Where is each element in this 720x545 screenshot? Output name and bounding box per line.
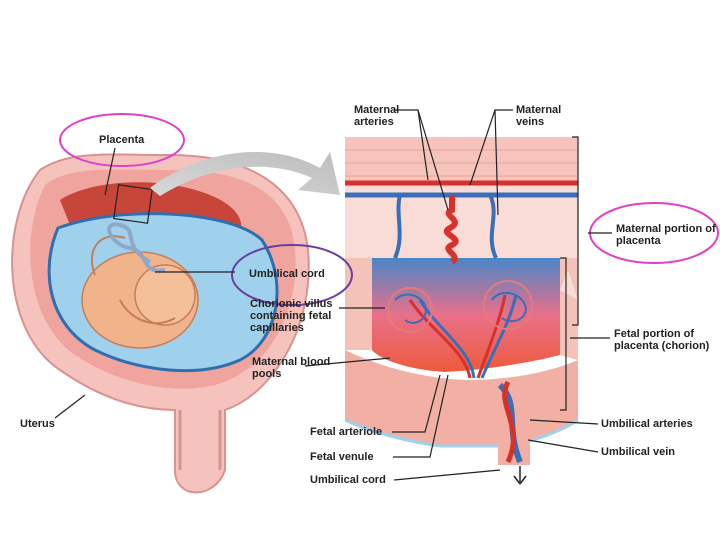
amnion-edge [344,418,579,448]
umbilical-artery-strand [502,380,516,464]
fetus-leg [90,235,126,276]
bracket-fetal [560,257,567,411]
bracket-maternal [572,136,579,326]
label-uterus: Uterus [20,418,55,430]
chorionic-villi [387,280,533,379]
placenta-cross-section [344,136,579,485]
flow-arrow [513,466,527,485]
label-placenta: Placenta [99,134,145,146]
zoom-box [113,184,153,224]
label-umbilical-arteries: Umbilical arteries [601,418,693,430]
label-chorionic-villus: Chorionic villus containing fetal capill… [250,298,333,334]
label-maternal-portion: Maternal portion of placenta [616,223,716,247]
fetus-arm [119,299,176,325]
maternal-vein-left [393,194,402,259]
label-maternal-blood-pools: Maternal blood pools [252,356,331,380]
label-umbilical-vein: Umbilical vein [601,446,675,458]
uterus-illustration [11,153,310,494]
label-umbilical-cord-bottom: Umbilical cord [310,474,386,486]
septum-left [345,258,372,350]
umbilical-cord-coil [107,222,166,273]
label-fetal-venule: Fetal venule [310,451,374,463]
maternal-vein-right [488,194,498,259]
cervix [178,410,222,470]
label-maternal-veins: Maternal veins [516,104,562,128]
highlight-umbilical-cord [231,244,353,306]
label-fetal-arteriole: Fetal arteriole [310,426,383,438]
zoom-arrow [150,151,340,196]
highlight-placenta [59,113,185,167]
label-maternal-arteries: Maternal arteries [354,104,400,128]
label-fetal-portion: Fetal portion of placenta (chorion) [614,328,710,352]
fetus-head [134,264,196,326]
maternal-blood-pool [372,258,560,372]
label-umbilical-cord-left: Umbilical cord [249,268,325,280]
leader-lines [54,109,612,481]
uterine-wall-layers [345,137,578,182]
spiral-artery [444,195,459,265]
